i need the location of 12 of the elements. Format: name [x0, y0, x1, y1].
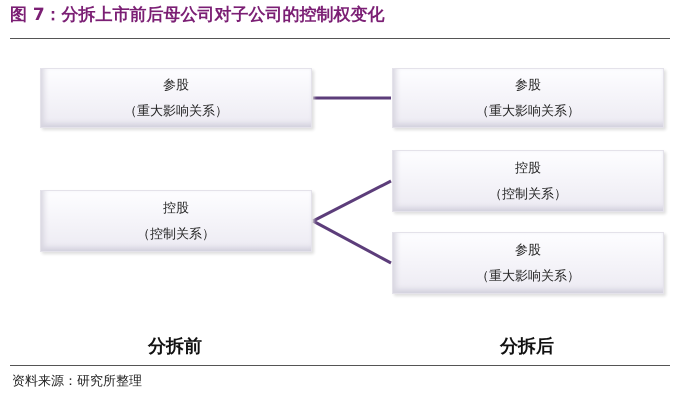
column-heading: 分拆后	[498, 335, 555, 358]
text-box: 参股 （重大影响关系）	[40, 68, 312, 128]
text-box: 参股 （重大影响关系）	[392, 68, 664, 128]
connector-line	[312, 220, 392, 264]
connector-line	[313, 96, 391, 100]
column-heading: 分拆前	[146, 335, 203, 358]
title: 图 7：分拆上市前后母公司对子公司的控制权变化	[10, 4, 385, 26]
text-box: 控股 （控制关系）	[40, 190, 312, 252]
source-note: 资料来源：研究所整理	[12, 373, 142, 390]
connector-line	[312, 180, 392, 222]
text-box: 控股 （控制关系）	[392, 150, 664, 212]
text-box: 参股 （重大影响关系）	[392, 232, 664, 294]
